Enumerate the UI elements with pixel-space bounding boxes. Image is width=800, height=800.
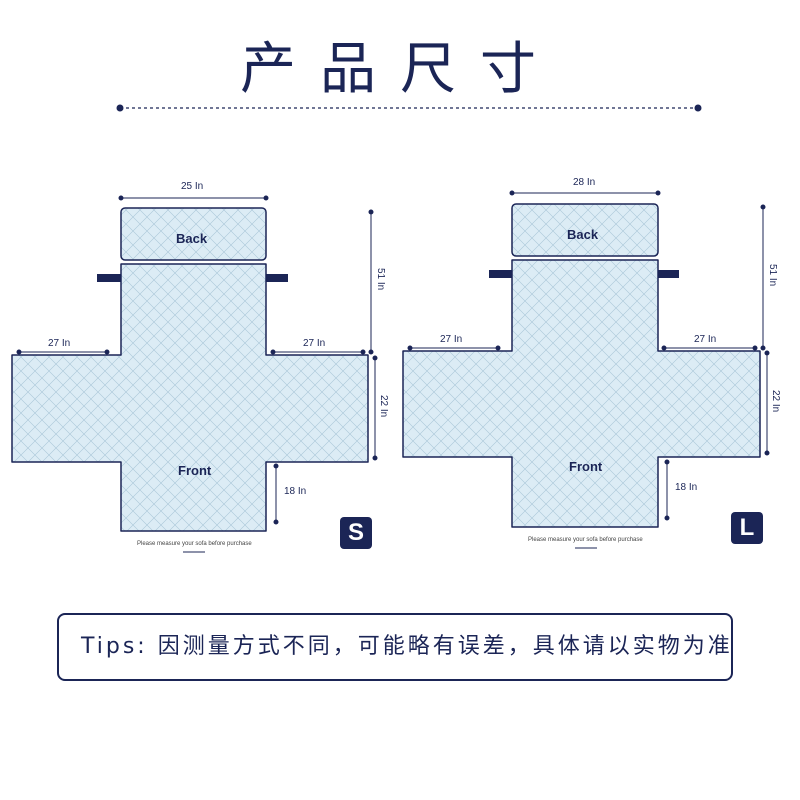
back-width-label-l: 28 In xyxy=(573,177,596,188)
front-label-l: Front xyxy=(569,459,603,474)
back-width-label-s: 25 In xyxy=(181,181,204,192)
cover-body xyxy=(402,259,761,528)
back-panel xyxy=(511,203,659,257)
strap-right xyxy=(658,270,679,278)
strap-right xyxy=(266,274,288,282)
total-height-label-l: 51 In xyxy=(767,264,778,287)
left-arm-label-l: 27 In xyxy=(440,334,463,345)
size-badge-l: L xyxy=(731,512,763,544)
cover-body xyxy=(11,263,369,532)
back-panel xyxy=(120,207,267,261)
page-title: 产品尺寸 xyxy=(240,37,560,102)
measure-note-l: Please measure your sofa before purchase xyxy=(528,537,643,543)
front-drop-label-l: 18 In xyxy=(675,482,698,493)
strap-left xyxy=(97,274,121,282)
measure-note-s: Please measure your sofa before purchase xyxy=(137,541,252,547)
tips-box: Tips: 因测量方式不同，可能略有误差，具体请以实物为准 xyxy=(57,613,733,681)
title-divider xyxy=(116,104,702,112)
strap-left xyxy=(489,270,512,278)
back-label-s: Back xyxy=(176,231,208,246)
tips-text: Tips: 因测量方式不同，可能略有误差，具体请以实物为准 xyxy=(81,634,733,659)
size-s-diagram xyxy=(11,195,378,553)
size-badge-s: S xyxy=(340,517,372,549)
right-arm-label-l: 27 In xyxy=(694,334,717,345)
front-label-s: Front xyxy=(178,463,212,478)
size-l-diagram xyxy=(402,190,770,549)
back-label-l: Back xyxy=(567,227,599,242)
left-arm-label-s: 27 In xyxy=(48,338,71,349)
front-drop-label-s: 18 In xyxy=(284,486,307,497)
right-arm-label-s: 27 In xyxy=(303,338,326,349)
arm-depth-label-l: 22 In xyxy=(770,390,781,413)
